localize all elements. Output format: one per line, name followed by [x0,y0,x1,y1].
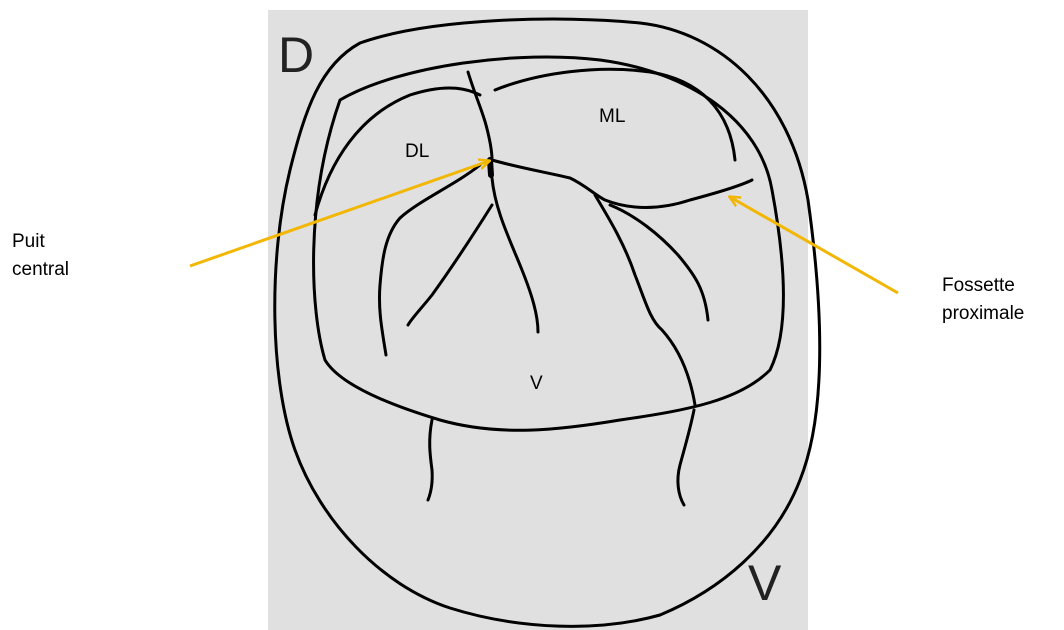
occlusal-table-outline [312,55,785,432]
central-pit-caption-line2: central [12,259,70,280]
central-pit-arrow [189,161,489,268]
vestibular-surface-groove-right [676,408,696,507]
region-label-ml: ML [599,106,625,127]
central-pit-caption-line1: Puit [12,231,45,252]
proximal-fossa-caption: Fossette proximale [942,272,1024,328]
crown-outer-outline [273,17,822,628]
central-pit-spot [487,157,494,178]
vestibular-groove [490,176,540,334]
inner-ring-outline [313,86,482,217]
proximal-fossa-caption-line2: proximale [942,303,1025,324]
central-pit-caption: Puit central [12,228,69,284]
region-label-dl: DL [405,141,429,162]
distovestibular-groove [406,203,494,327]
orientation-label-top-left: D [278,27,314,83]
inner-ring-outline-right [493,67,737,162]
mesial-accessory-groove [608,203,710,322]
orientation-label-bottom-right: V [748,555,782,611]
distal-accessory-groove [377,163,482,357]
central-groove [466,70,494,162]
proximal-fossa-arrow [730,197,899,295]
vestibular-surface-groove-left [426,418,434,502]
mesiovestibular-groove [593,193,697,407]
proximal-fossa-caption-line1: Fossette [942,275,1015,296]
mesial-groove [490,158,754,209]
region-label-v: V [530,373,543,394]
